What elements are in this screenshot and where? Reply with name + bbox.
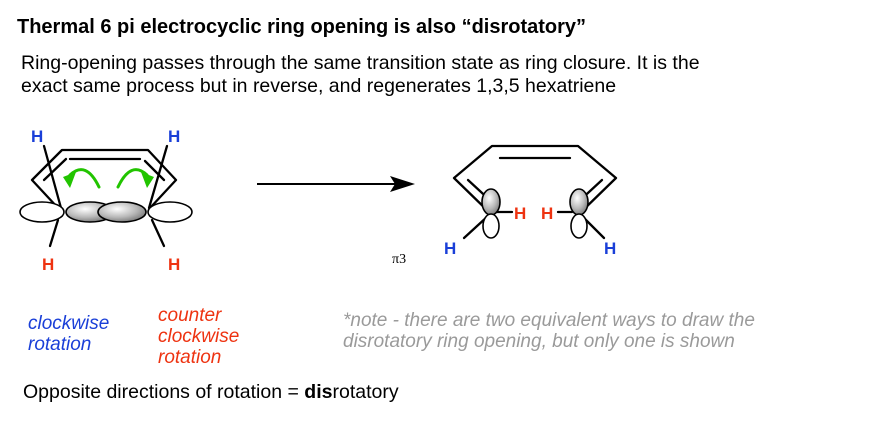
conclusion-bold: dis	[304, 381, 333, 403]
page-title: Thermal 6 pi electrocyclic ring opening …	[17, 16, 587, 38]
note-line-1: *note - there are two equivalent ways to…	[343, 310, 755, 331]
atom-h-product-left-red: H	[514, 204, 526, 223]
atom-h-product-right-red: H	[541, 204, 553, 223]
orbital-label: π3	[392, 252, 407, 267]
atom-h-top-right: H	[168, 127, 180, 146]
conclusion-prefix: Opposite directions of rotation =	[23, 381, 305, 403]
atom-h-product-left-blue: H	[444, 239, 456, 258]
counter-label-line-1: counter	[158, 305, 222, 326]
clockwise-label-line-2: rotation	[28, 334, 92, 355]
description-line-2: exact same process but in reverse, and r…	[21, 75, 617, 97]
rotation-arrows	[63, 168, 154, 189]
bond-right-h-top	[147, 144, 169, 210]
clockwise-label-line-1: clockwise	[28, 313, 110, 334]
reaction-scheme: H H H H H H H H	[19, 127, 618, 274]
ring-backbone	[30, 148, 178, 210]
note-line-2: disrotatory ring opening, but only one i…	[343, 331, 735, 352]
atom-h-product-right-blue: H	[604, 239, 616, 258]
atom-h-top-left: H	[31, 127, 43, 146]
p-orbital-lobes	[19, 201, 193, 223]
counter-label-line-2: clockwise	[158, 326, 240, 347]
hexatriene-structure	[452, 144, 618, 240]
counter-label-line-3: rotation	[158, 347, 222, 368]
description-line-1: Ring-opening passes through the same tra…	[21, 52, 700, 74]
right-rotation-arrow	[116, 168, 149, 189]
transition-state-structure	[30, 144, 178, 248]
conclusion-suffix: rotatory	[332, 381, 399, 403]
reaction-arrow	[257, 176, 415, 192]
left-orbital-lobe	[19, 201, 65, 223]
right-orbital-lobe	[147, 201, 193, 223]
triene-backbone	[452, 144, 618, 216]
bond-right-h-bottom	[150, 218, 166, 248]
double-bond-right	[143, 159, 166, 182]
product-p-orbitals	[481, 188, 589, 239]
counter-clockwise-rotation-label: counter clockwise rotation	[158, 305, 239, 368]
atom-h-bottom-right: H	[168, 255, 180, 274]
right-center-lobe	[97, 201, 147, 223]
description: Ring-opening passes through the same tra…	[21, 52, 841, 98]
note: *note - there are two equivalent ways to…	[343, 310, 755, 352]
left-lower-lobe	[482, 213, 500, 239]
right-lower-lobe	[570, 213, 588, 239]
clockwise-rotation-label: clockwise rotation	[28, 313, 109, 355]
right-upper-lobe	[569, 188, 589, 216]
atom-h-bottom-left: H	[42, 255, 54, 274]
left-upper-lobe	[481, 188, 501, 216]
bond-left-h-bottom	[48, 218, 60, 248]
left-rotation-arrow	[68, 168, 101, 189]
double-bond-left	[42, 157, 68, 182]
conclusion: Opposite directions of rotation = disrot…	[23, 381, 399, 404]
bond-left-h-top	[42, 144, 63, 210]
